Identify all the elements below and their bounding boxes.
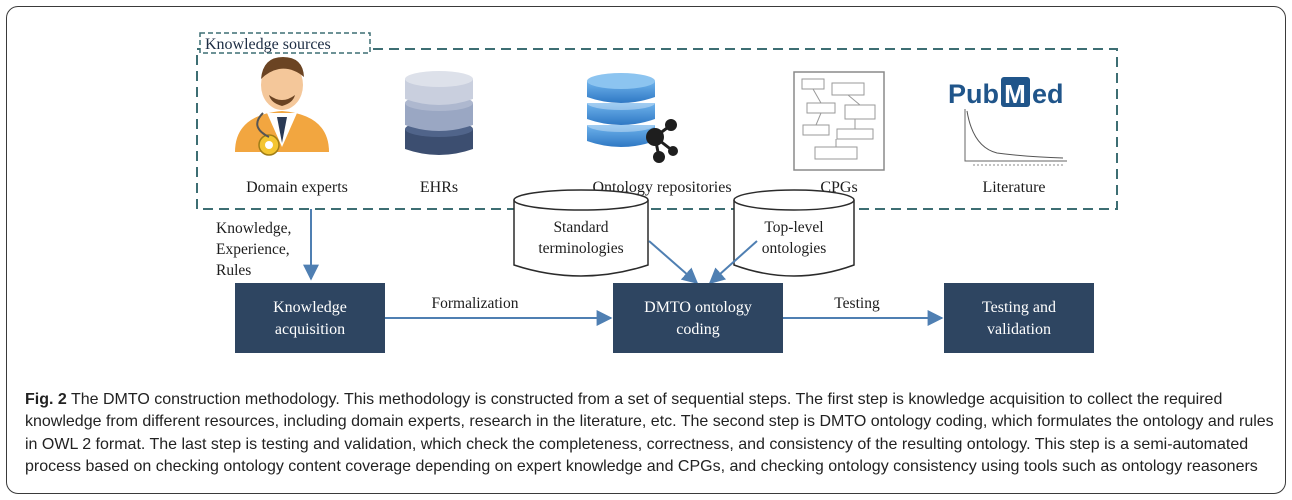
edge-label-knowledge: Knowledge, xyxy=(216,220,291,237)
knowledge-sources-group: Knowledge sources xyxy=(196,32,1118,210)
pubmed-logo-ed: ed xyxy=(1032,79,1064,109)
figure-caption-text: The DMTO construction methodology. This … xyxy=(25,391,1274,476)
domain-expert-icon xyxy=(235,57,329,156)
cylinder-label-top-level: Top-level xyxy=(764,219,823,236)
edge-label-experience: Experience, xyxy=(216,241,290,258)
step-label-testing-and: Testing and xyxy=(982,299,1056,316)
step-label-knowledge: Knowledge xyxy=(273,299,347,316)
clinical-guideline-document-icon xyxy=(793,71,885,171)
top-level-ontologies-cylinder: Top-level ontologies xyxy=(733,189,855,277)
edge-label-testing: Testing xyxy=(834,295,880,312)
source-label-literature: Literature xyxy=(982,179,1045,196)
ontology-repository-icon xyxy=(587,73,678,163)
knowledge-sources-label-box xyxy=(199,32,371,54)
process-step-dmto-ontology-coding: DMTO ontology coding xyxy=(613,283,783,353)
database-stack-icon xyxy=(405,71,473,155)
edge-label-formalization: Formalization xyxy=(432,295,519,312)
figure-frame: Knowledge sources Domain experts EHRs xyxy=(6,6,1286,494)
step-label-coding: coding xyxy=(676,321,720,338)
arrow-ontologies-to-coding xyxy=(708,240,758,285)
figure-caption: Fig. 2 The DMTO construction methodology… xyxy=(25,389,1281,479)
edge-label-rules: Rules xyxy=(216,262,251,279)
knowledge-sources-border xyxy=(196,48,1118,210)
source-label-domain-experts: Domain experts xyxy=(246,179,348,196)
pubmed-logo-pub: Pub xyxy=(948,79,999,109)
cylinder-label-terminologies: terminologies xyxy=(538,240,623,257)
knowledge-sources-label: Knowledge sources xyxy=(205,36,331,53)
step-label-validation: validation xyxy=(987,321,1051,338)
figure-caption-label: Fig. 2 xyxy=(25,391,67,408)
step-label-acquisition: acquisition xyxy=(275,321,345,338)
standard-terminologies-cylinder: Standard terminologies xyxy=(513,189,649,277)
process-step-knowledge-acquisition: Knowledge acquisition xyxy=(235,283,385,353)
process-step-testing-validation: Testing and validation xyxy=(944,283,1094,353)
pubmed-logo: Pub M ed xyxy=(948,77,1067,166)
source-label-ontology-repositories: Ontology repositories xyxy=(592,179,731,196)
methodology-diagram: Knowledge sources Domain experts EHRs xyxy=(196,32,1118,353)
source-label-ehrs: EHRs xyxy=(420,179,458,196)
arrow-terminologies-to-coding xyxy=(648,240,699,285)
step-label-dmto-ontology: DMTO ontology xyxy=(644,299,752,316)
cylinder-label-ontologies: ontologies xyxy=(762,240,827,257)
cylinder-label-standard: Standard xyxy=(553,219,608,236)
pubmed-logo-m: M xyxy=(1004,79,1026,109)
